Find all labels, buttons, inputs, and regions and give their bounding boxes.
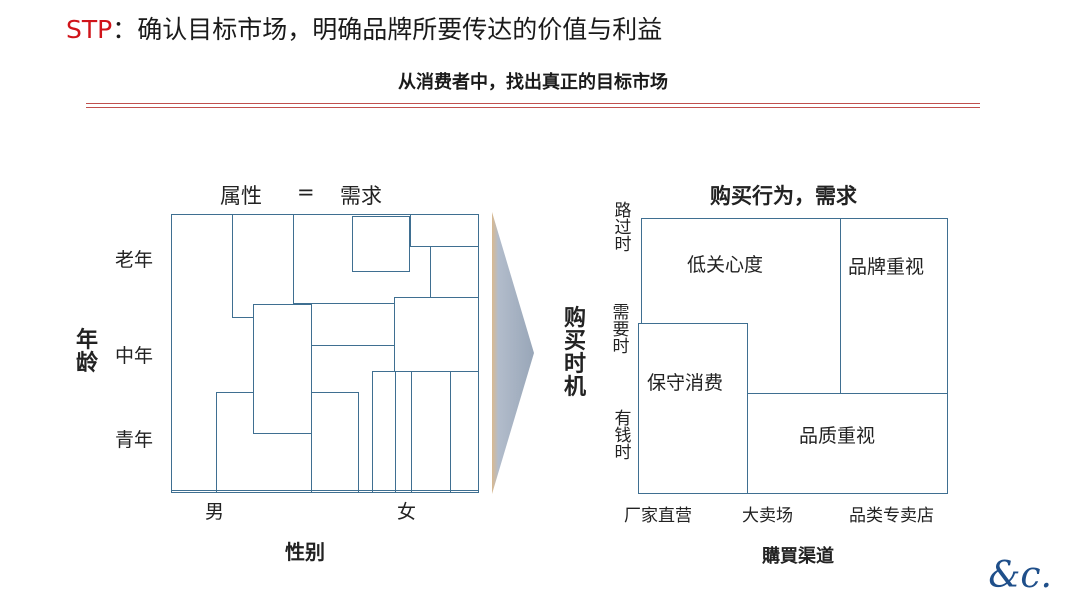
right-title: 购买行为，需求 — [710, 184, 857, 208]
y-tick-needed: 需要时 — [612, 303, 630, 357]
cell-label-quality: 品质重视 — [799, 425, 876, 447]
segment-box — [430, 246, 479, 298]
y-tick-wealthy: 有钱时 — [614, 409, 632, 463]
segment-box — [253, 304, 312, 434]
divider-bottom — [86, 107, 980, 108]
segment-box — [410, 214, 479, 247]
segment-box — [411, 371, 451, 493]
cell-label-conservative: 保守消费 — [647, 372, 724, 394]
y-tick-young: 青年 — [115, 429, 154, 451]
segment-box — [372, 371, 412, 493]
y-axis-label-age: 年龄 — [75, 328, 98, 376]
segment-box — [232, 214, 294, 318]
left-title-demand: 需求 — [340, 184, 382, 208]
cell-conservative — [638, 323, 748, 494]
x-axis-label-channel: 購買渠道 — [762, 546, 834, 567]
segment-box — [394, 297, 479, 372]
page-title: STP：确认目标市场，明确品牌所要传达的价值与利益 — [66, 10, 662, 46]
x-tick-female: 女 — [397, 501, 417, 523]
x-tick-hypermarket: 大卖场 — [742, 506, 793, 526]
flow-arrow-icon — [492, 212, 534, 494]
segment-box — [450, 371, 479, 493]
x-tick-factory-direct: 厂家直营 — [624, 506, 692, 526]
segment-box — [352, 216, 410, 272]
page-subtitle: 从消费者中，找出真正的目标市场 — [398, 72, 668, 93]
y-tick-passing: 路过时 — [614, 201, 632, 255]
left-title-equals: = — [297, 180, 315, 204]
brand-logo: &c. — [988, 555, 1052, 596]
divider-top — [86, 103, 980, 104]
cell-label-brand: 品牌重视 — [848, 256, 925, 278]
y-axis-label-timing: 购买时机 — [563, 306, 586, 400]
x-tick-male: 男 — [205, 501, 225, 523]
segment-baseline — [171, 490, 479, 493]
cell-label-low-interest: 低关心度 — [687, 254, 764, 276]
title-text: ：确认目标市场，明确品牌所要传达的价值与利益 — [112, 15, 663, 44]
x-tick-specialty-store: 品类专卖店 — [849, 506, 934, 526]
x-axis-label-gender: 性别 — [285, 540, 325, 564]
cell-brand — [840, 218, 948, 394]
title-prefix: STP — [66, 15, 113, 44]
y-tick-middle: 中年 — [115, 345, 154, 367]
y-tick-old: 老年 — [115, 249, 154, 271]
left-title-attribute: 属性 — [220, 184, 262, 208]
